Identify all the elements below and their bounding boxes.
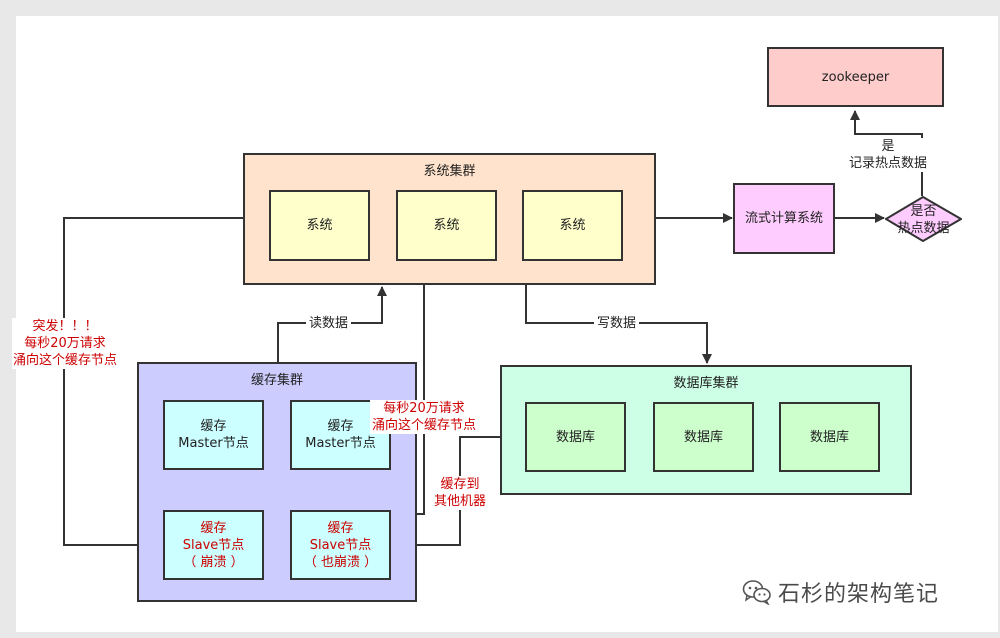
db-node-1: 数据库 (525, 402, 626, 472)
cache-cluster-label: 缓存集群 (250, 373, 303, 388)
stream-compute-label: 流式计算系统 (744, 211, 823, 226)
system-node-3: 系统 (522, 190, 623, 261)
wechat-icon (742, 580, 771, 605)
edge-label-read: 读数据 (306, 315, 352, 332)
cache-master-1: 缓存 Master节点 (163, 400, 264, 470)
hot-data-decision (885, 196, 962, 242)
cache-slave-label: 缓存 Slave节点 （ 也崩溃 ） (303, 520, 378, 570)
edge-label-write: 写数据 (594, 315, 640, 332)
system-node-2: 系统 (396, 190, 497, 261)
stream-compute-system: 流式计算系统 (733, 183, 835, 254)
system-node-label: 系统 (433, 218, 460, 233)
cache-slave-2: 缓存 Slave节点 （ 也崩溃 ） (290, 510, 391, 580)
cache-master-2: 缓存 Master节点 (290, 400, 391, 470)
cache-master-label: 缓存 Master节点 (178, 419, 249, 451)
system-cluster-label: 系统集群 (423, 164, 476, 179)
cache-slave-1: 缓存 Slave节点 （ 崩溃 ） (163, 510, 264, 580)
record-hot-data-label: 是 记录热点数据 (838, 138, 938, 172)
hot-data-decision-label: 是否 热点数据 (897, 204, 950, 236)
system-node-label: 系统 (306, 218, 333, 233)
watermark-text: 石杉的架构笔记 (778, 582, 940, 607)
zookeeper-box: zookeeper (767, 47, 944, 107)
db-node-label: 数据库 (555, 429, 595, 445)
db-node-label: 数据库 (683, 429, 723, 445)
system-node-1: 系统 (269, 190, 370, 261)
zookeeper-label: zookeeper (821, 69, 890, 85)
system-node-label: 系统 (559, 218, 586, 233)
edge-label-surge: 每秒20万请求 涌向这个缓存节点 (370, 400, 478, 434)
edge-label-fallback: 缓存到 其他机器 (428, 476, 492, 510)
watermark: 石杉的架构笔记 (742, 576, 939, 608)
db-cluster-label: 数据库集群 (673, 376, 739, 391)
db-node-label: 数据库 (809, 429, 849, 445)
cache-master-label: 缓存 Master节点 (305, 419, 376, 451)
db-node-3: 数据库 (779, 402, 880, 472)
edge-label-burst: 突发！！！ 每秒20万请求 涌向这个缓存节点 (12, 318, 118, 369)
cache-slave-label: 缓存 Slave节点 （ 崩溃 ） (182, 520, 245, 570)
edge-burst-to-slave1 (63, 217, 243, 550)
db-node-2: 数据库 (653, 402, 754, 472)
